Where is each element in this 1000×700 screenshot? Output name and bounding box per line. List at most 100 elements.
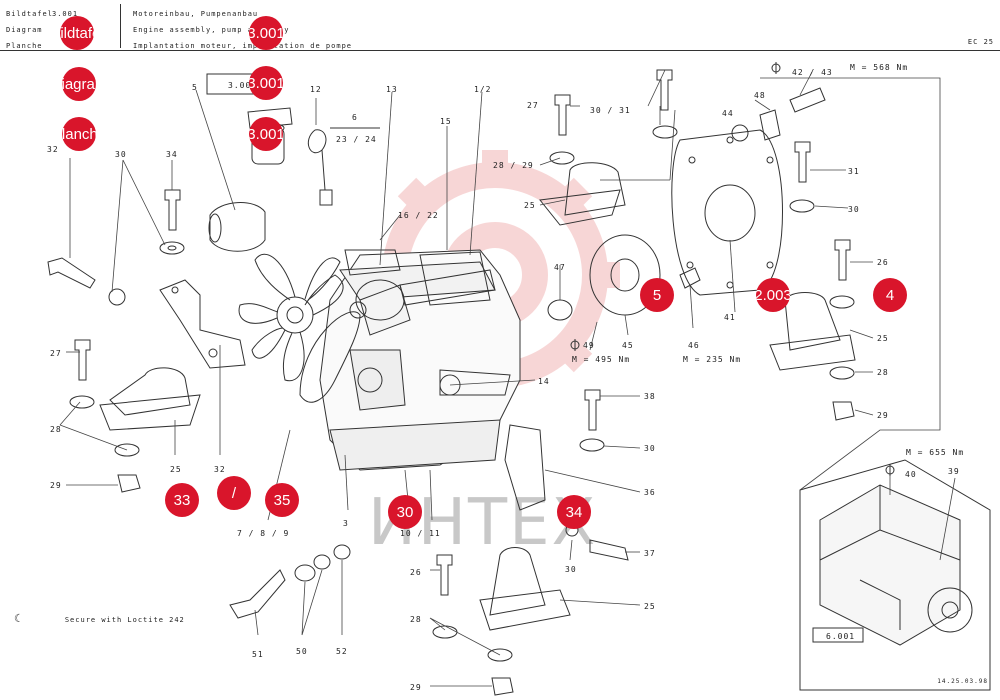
torque-note: M = 235 Nm	[683, 355, 741, 364]
drive-belt	[299, 311, 361, 403]
part-label: 28	[877, 368, 889, 377]
hotspot-30[interactable]: 30	[388, 495, 422, 529]
ref-box-bottom-text: 6.001	[826, 632, 855, 641]
part-label: 1/2	[474, 85, 491, 94]
part-label: 15	[440, 117, 452, 126]
part-label: 3	[343, 519, 349, 528]
hotspot-3001-c[interactable]: 3.001	[249, 117, 283, 151]
rubber-mount-left	[99, 367, 201, 431]
part-label: 6	[352, 113, 358, 122]
part-label: 25	[170, 465, 182, 474]
air-filter	[208, 202, 266, 252]
header-rule	[0, 50, 1000, 51]
title-de: Motoreinbau, Pumpenanbau	[133, 10, 259, 18]
header-row-labels: Bildtafel Diagram Planche	[6, 6, 53, 54]
part-label: 48	[754, 91, 766, 100]
part-label: 25	[877, 334, 889, 343]
hotspot-5[interactable]: 5	[640, 278, 674, 312]
drain-parts	[229, 554, 331, 619]
dipstick	[307, 129, 333, 206]
part-label: 10 / 11	[400, 529, 441, 538]
hotspot-slash[interactable]: /	[217, 476, 251, 510]
part-label: 40	[905, 470, 917, 479]
part-label: 52	[336, 647, 348, 656]
part-label: 28	[410, 615, 422, 624]
part-label: 28	[50, 425, 62, 434]
pump-frame	[799, 459, 991, 691]
adaptor-plate	[671, 129, 783, 296]
part-label: 25	[524, 201, 536, 210]
part-label: 14	[538, 377, 550, 386]
part-label: 7 / 8 / 9	[237, 529, 289, 538]
part-label: 30	[644, 444, 656, 453]
part-label: 5	[192, 83, 198, 92]
part-label: 41	[724, 313, 736, 322]
washers-nuts	[69, 124, 855, 696]
part-labels: 32 30 34 5 12 6 23 / 24 13 15 1/2 16 / 2…	[47, 68, 960, 692]
hotspot-3001-a[interactable]: 3.001	[249, 16, 283, 50]
part-label: 16 / 22	[398, 211, 439, 220]
title-fr: Implantation moteur, implantation de pom…	[133, 42, 353, 50]
part-label: 46	[688, 341, 700, 350]
part-label: 29	[410, 683, 422, 692]
part-label: 29	[50, 481, 62, 490]
drawing-header: Bildtafel Diagram Planche 3.001 Motorein…	[0, 0, 1000, 52]
torque-note: M = 568 Nm	[850, 63, 908, 72]
label-planche: Planche	[6, 42, 43, 50]
footnote-text: Secure with Loctite 242	[64, 616, 185, 624]
torque-notes: M = 568 Nm M = 495 Nm M = 235 Nm M = 655…	[572, 63, 964, 457]
model-code: EC 25	[967, 38, 994, 46]
part-label: 30	[848, 205, 860, 214]
part-label: 45	[622, 341, 634, 350]
hotspot-4[interactable]: 4	[873, 278, 907, 312]
part-label: 44	[722, 109, 734, 118]
part-label: 30	[565, 565, 577, 574]
part-label: 32	[47, 145, 59, 154]
bolts	[47, 69, 916, 596]
header-code: 3.001	[52, 10, 79, 18]
part-label: 28 / 29	[493, 161, 534, 170]
hotspot-3001-b[interactable]: 3.001	[249, 66, 283, 100]
part-label: 39	[948, 467, 960, 476]
hotspot-34[interactable]: 34	[557, 495, 591, 529]
loctite-symbol-icon: ☾	[14, 612, 22, 625]
part-label: 42 / 43	[792, 68, 833, 77]
part-label: 27	[50, 349, 62, 358]
part-label: 13	[386, 85, 398, 94]
engine-block	[319, 249, 521, 471]
drawing-date: 14.25.03.98	[937, 678, 988, 685]
part-label: 47	[554, 263, 566, 272]
label-diagram: Diagram	[6, 26, 43, 34]
leader-lines	[59, 69, 956, 687]
ref-box-bottom	[812, 627, 864, 643]
ref-box-top-text: 3.001	[228, 81, 257, 90]
hotspot-planche[interactable]: Planche	[62, 117, 96, 151]
rubber-mount-right-top	[539, 162, 626, 226]
torque-note: M = 655 Nm	[906, 448, 964, 457]
part-label: 23 / 24	[336, 135, 377, 144]
part-label: 30	[115, 150, 127, 159]
exhaust-manifold	[399, 269, 496, 306]
hotspot-diagram[interactable]: Diagram	[62, 67, 96, 101]
fan	[238, 253, 344, 382]
torque-symbols	[570, 62, 895, 476]
header-separator	[120, 4, 121, 48]
header-titles: Motoreinbau, Pumpenanbau Engine assembly…	[133, 6, 352, 54]
hotspot-bildtafel[interactable]: Bildtafel	[60, 16, 94, 50]
part-label: 25	[644, 602, 656, 611]
title-en: Engine assembly, pump assembly	[133, 26, 290, 34]
rubber-mount-center	[479, 424, 571, 631]
footnote: ☾ Secure with Loctite 242	[14, 612, 185, 625]
part-label: 51	[252, 650, 264, 659]
part-label: 26	[877, 258, 889, 267]
hotspot-33[interactable]: 33	[165, 483, 199, 517]
label-bildtafel: Bildtafel	[6, 10, 53, 18]
hotspot-35[interactable]: 35	[265, 483, 299, 517]
part-label: 38	[644, 392, 656, 401]
part-label: 49	[583, 341, 595, 350]
hotspot-2003[interactable]: 2.003	[756, 278, 790, 312]
part-label: 50	[296, 647, 308, 656]
torque-note: M = 495 Nm	[572, 355, 630, 364]
part-label: 30 / 31	[590, 106, 631, 115]
